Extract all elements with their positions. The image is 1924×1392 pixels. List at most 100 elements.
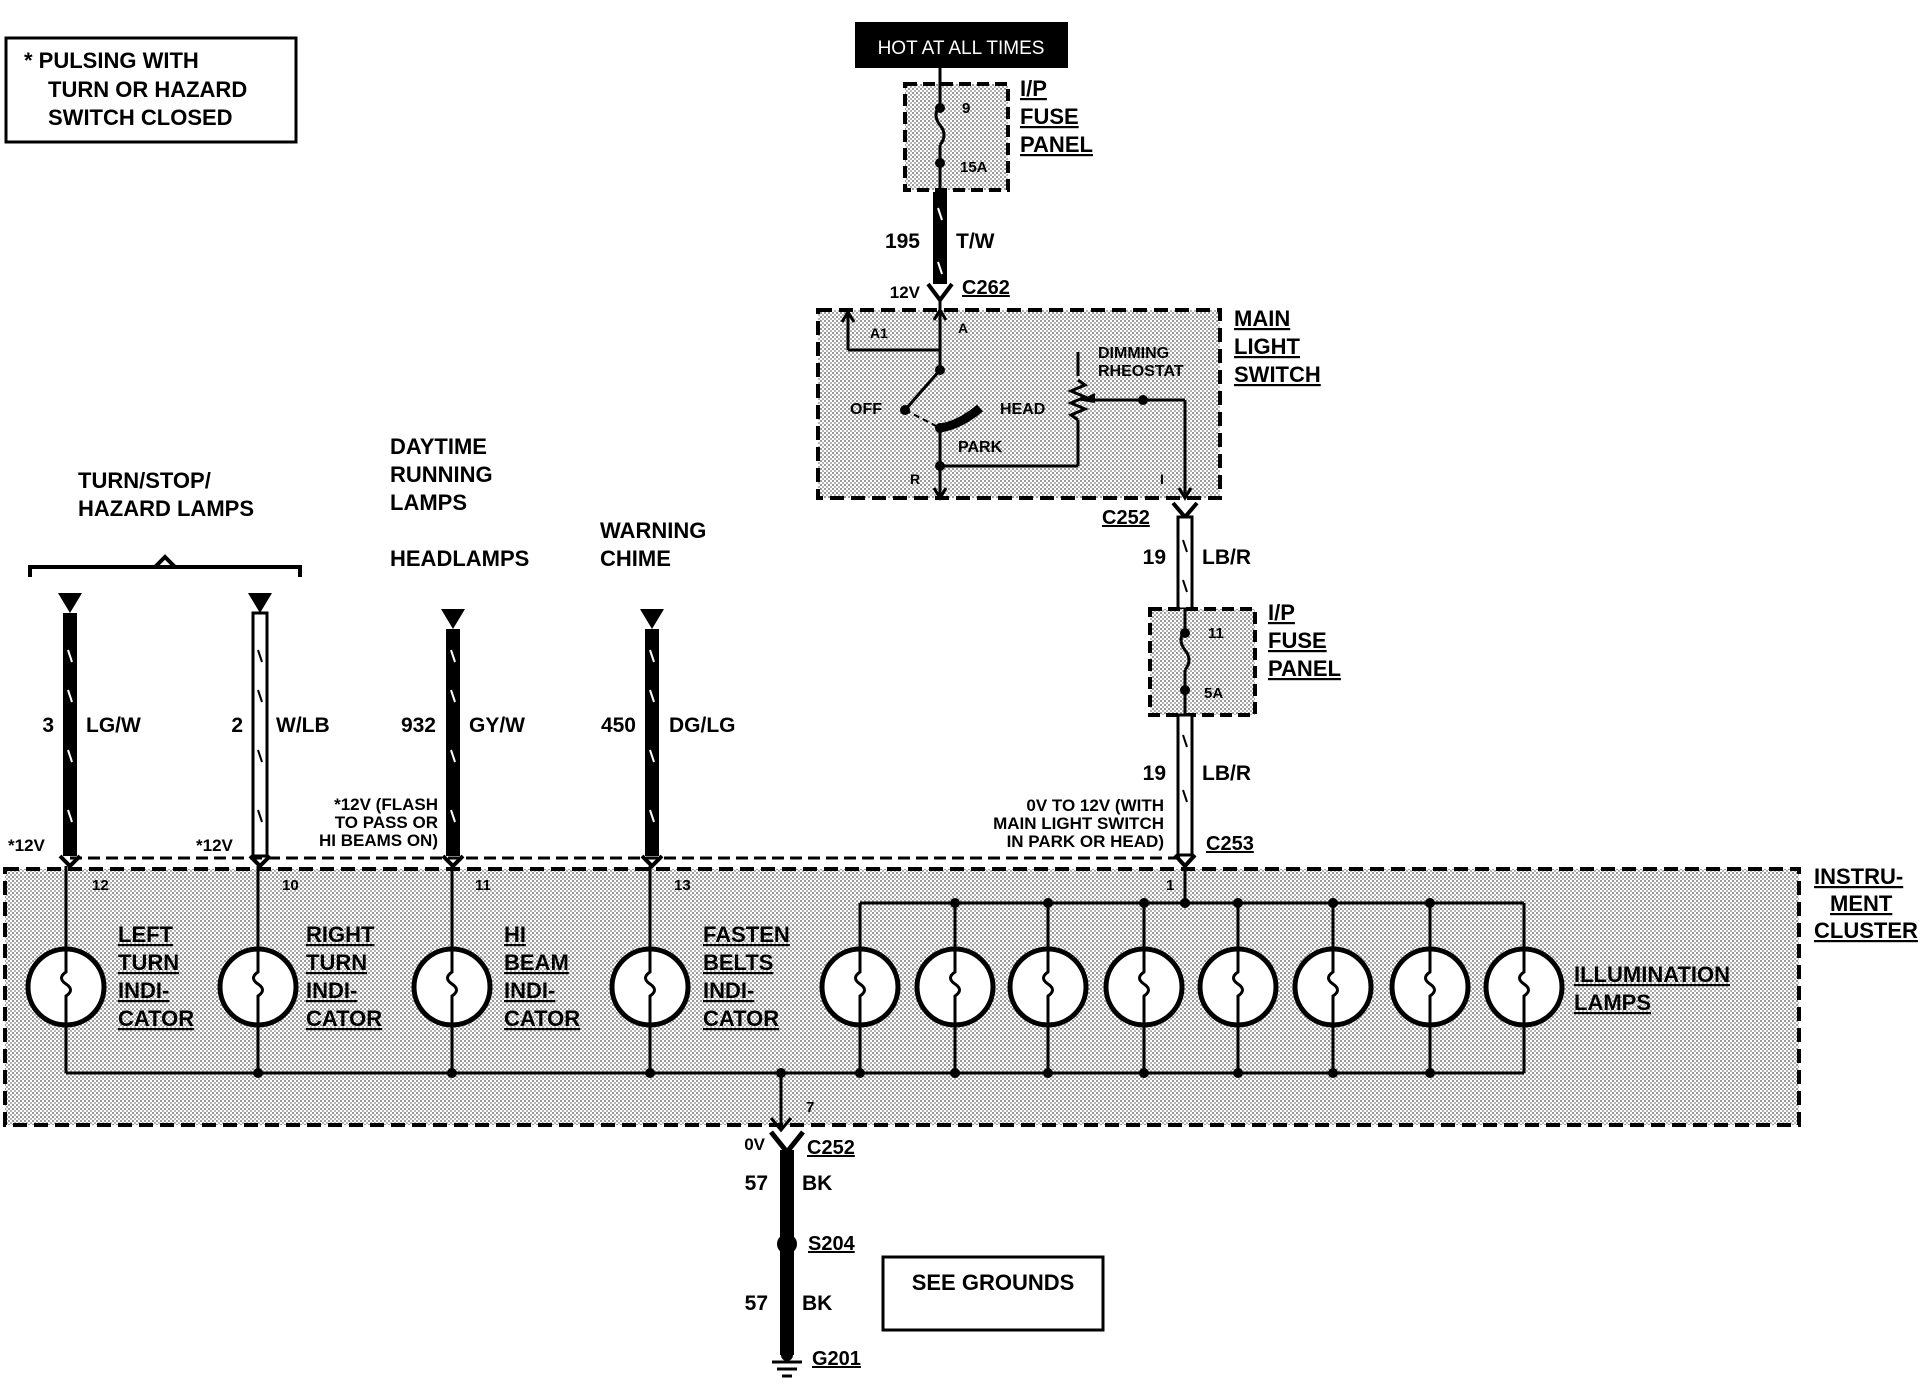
wire-3: 3 LG/W *12V bbox=[8, 593, 141, 869]
fuse-panel-top: 9 15A I/P FUSE PANEL bbox=[903, 68, 1093, 192]
left-turn-l2: TURN bbox=[118, 950, 179, 975]
note-line-3: SWITCH CLOSED bbox=[48, 105, 233, 130]
group-turn-line-2: HAZARD LAMPS bbox=[78, 496, 254, 521]
fuse-mid-label-2: FUSE bbox=[1268, 628, 1327, 653]
right-turn-l2: TURN bbox=[306, 950, 367, 975]
ground-circuit: 0V C252 57 BK S204 57 BK G201 bbox=[744, 1130, 861, 1378]
hi-beam-l3: INDI- bbox=[504, 978, 555, 1003]
wire-450-color: DG/LG bbox=[669, 714, 736, 737]
wire-57b-circuit: 57 bbox=[745, 1292, 768, 1315]
fuse-top-rating: 15A bbox=[960, 159, 988, 176]
fuse-top-number: 9 bbox=[962, 100, 970, 117]
wire-3-circuit: 3 bbox=[42, 714, 54, 737]
group-chime-line-1: WARNING bbox=[600, 518, 706, 543]
splice-s204: S204 bbox=[808, 1233, 856, 1255]
note-box: * PULSING WITH TURN OR HAZARD SWITCH CLO… bbox=[4, 36, 298, 144]
wire-19a-color: LB/R bbox=[1202, 546, 1251, 569]
main-light-switch-label-1: MAIN bbox=[1234, 306, 1290, 331]
wire-932: 932 GY/W *12V (FLASH TO PASS OR HI BEAMS… bbox=[319, 609, 525, 869]
wire-57b-color: BK bbox=[802, 1292, 832, 1315]
wire-2-voltage: *12V bbox=[196, 836, 234, 855]
bulb-fasten-belts bbox=[609, 946, 691, 1028]
dimming-label-2: RHEOSTAT bbox=[1098, 363, 1184, 380]
wire-19-upper: C252 19 LB/R bbox=[1102, 501, 1251, 611]
wire-19b-color: LB/R bbox=[1202, 762, 1251, 785]
ground-voltage: 0V bbox=[744, 1135, 765, 1154]
c262-voltage: 12V bbox=[890, 283, 921, 302]
bulb-illumination-3 bbox=[1007, 946, 1089, 1028]
switch-off-label: OFF bbox=[850, 401, 882, 418]
main-light-switch: A1 A R I OFF HEAD PARK DIMMING RHEOSTAT … bbox=[816, 300, 1321, 501]
wire-2-circuit: 2 bbox=[231, 714, 243, 737]
c253-connector: C253 bbox=[1206, 833, 1254, 855]
bulb-illumination-6 bbox=[1292, 946, 1374, 1028]
right-turn-l1: RIGHT bbox=[306, 922, 375, 947]
group-turn-line-1: TURN/STOP/ bbox=[78, 468, 211, 493]
pin-11: 11 bbox=[475, 877, 491, 894]
wire-19-lower: 19 LB/R 0V TO 12V (WITH MAIN LIGHT SWITC… bbox=[993, 713, 1254, 857]
left-turn-l1: LEFT bbox=[118, 922, 174, 947]
bulb-left-turn bbox=[25, 946, 107, 1028]
dimming-label-1: DIMMING bbox=[1098, 345, 1169, 362]
hi-beam-l1: HI bbox=[504, 922, 526, 947]
flash-note-line-2: TO PASS OR bbox=[335, 813, 438, 832]
instrument-cluster: INSTRU- MENT CLUSTER 12 10 11 13 1 bbox=[3, 864, 1918, 1133]
bulb-illumination-4 bbox=[1103, 946, 1185, 1028]
hot-at-all-times-banner: HOT AT ALL TIMES bbox=[855, 22, 1068, 68]
bulb-right-turn bbox=[217, 946, 299, 1028]
group-headings: TURN/STOP/ HAZARD LAMPS DAYTIME RUNNING … bbox=[28, 434, 706, 577]
wire-3-color: LG/W bbox=[86, 714, 141, 737]
bulb-hi-beam bbox=[411, 946, 493, 1028]
fasten-belts-l3: INDI- bbox=[703, 978, 754, 1003]
fasten-belts-l4: CATOR bbox=[703, 1006, 779, 1031]
bulb-illumination-8 bbox=[1483, 946, 1565, 1028]
pin-a1: A1 bbox=[870, 325, 888, 341]
right-turn-l3: INDI- bbox=[306, 978, 357, 1003]
group-drl-line-3: LAMPS bbox=[390, 490, 467, 515]
pin-7: 7 bbox=[806, 1099, 814, 1116]
ground-c252: C252 bbox=[807, 1137, 855, 1159]
main-light-switch-label-2: LIGHT bbox=[1234, 334, 1301, 359]
hi-beam-l4: CATOR bbox=[504, 1006, 580, 1031]
fuse-panel-mid: 11 5A I/P FUSE PANEL bbox=[1148, 600, 1341, 717]
pin-a: A bbox=[958, 320, 968, 336]
pin-i: I bbox=[1160, 471, 1164, 487]
fuse-mid-label-1: I/P bbox=[1268, 600, 1295, 625]
pin-1: 1 bbox=[1166, 877, 1174, 894]
wire-57a-circuit: 57 bbox=[745, 1172, 768, 1195]
hi-beam-l2: BEAM bbox=[504, 950, 569, 975]
wire-19b-circuit: 19 bbox=[1143, 762, 1166, 785]
wire-57a-color: BK bbox=[802, 1172, 832, 1195]
fasten-belts-l1: FASTEN bbox=[703, 922, 790, 947]
wire-195-color: T/W bbox=[956, 230, 995, 253]
label-hi-beam: HI BEAM INDI- CATOR bbox=[504, 922, 580, 1031]
cluster-label-3: CLUSTER bbox=[1814, 918, 1918, 943]
note-line-1: * PULSING WITH bbox=[24, 48, 199, 73]
wire-2-color: W/LB bbox=[276, 714, 330, 737]
cluster-label-2: MENT bbox=[1830, 891, 1893, 916]
pin-10: 10 bbox=[282, 877, 299, 894]
pin-13: 13 bbox=[674, 877, 691, 894]
c262-connector: C262 bbox=[962, 277, 1010, 299]
group-drl-line-1: DAYTIME bbox=[390, 434, 487, 459]
group-drl-line-2: RUNNING bbox=[390, 462, 493, 487]
fuse-top-label-3: PANEL bbox=[1020, 132, 1093, 157]
hot-at-all-times-label: HOT AT ALL TIMES bbox=[878, 38, 1045, 59]
illumination-label-2: LAMPS bbox=[1574, 990, 1651, 1015]
see-grounds-box: SEE GROUNDS bbox=[881, 1255, 1105, 1332]
switch-park-label: PARK bbox=[958, 439, 1003, 456]
wire-195-circuit: 195 bbox=[885, 230, 920, 253]
label-right-turn: RIGHT TURN INDI- CATOR bbox=[306, 922, 382, 1031]
fuse-top-label-2: FUSE bbox=[1020, 104, 1079, 129]
flash-note-line-3: HI BEAMS ON) bbox=[319, 831, 438, 850]
wire-2: 2 W/LB *12V bbox=[196, 593, 330, 869]
fuse-top-label-1: I/P bbox=[1020, 76, 1047, 101]
right-turn-l4: CATOR bbox=[306, 1006, 382, 1031]
wire-19a-circuit: 19 bbox=[1143, 546, 1166, 569]
label-left-turn: LEFT TURN INDI- CATOR bbox=[118, 922, 194, 1031]
wire-3-voltage: *12V bbox=[8, 836, 46, 855]
wire-450: 450 DG/LG bbox=[601, 609, 736, 869]
main-light-switch-label-3: SWITCH bbox=[1234, 362, 1321, 387]
group-headlamps: HEADLAMPS bbox=[390, 546, 529, 571]
